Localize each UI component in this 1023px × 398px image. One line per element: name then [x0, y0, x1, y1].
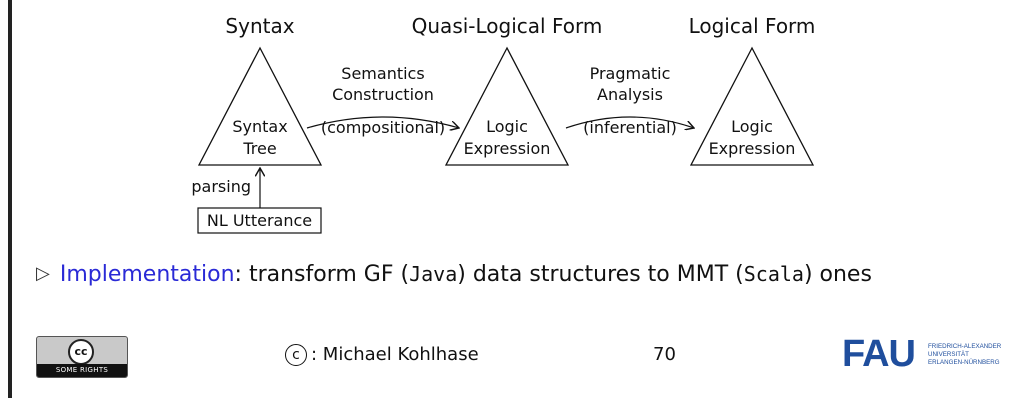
pragmatic-analysis-arrow — [565, 116, 694, 128]
implementation-bullet: ▷ Implementation: transform GF (Java) dat… — [36, 262, 872, 287]
syntax-tree-triangle — [197, 46, 323, 166]
logic-expression-2-label-1: Logic — [731, 117, 773, 136]
fau-logo-line-2: UNIVERSITÄT — [928, 351, 969, 358]
parsing-label: parsing — [191, 177, 251, 196]
implementation-link[interactable]: Implementation — [59, 262, 235, 287]
header-logical-form: Logical Form — [689, 14, 816, 38]
nl-utterance-box — [197, 207, 322, 234]
fau-logo-letters: FAU — [842, 333, 915, 372]
inferential-label: (inferential) — [583, 118, 677, 137]
logic-expression-1-label-2: Expression — [464, 139, 551, 158]
bullet-text-3: ) ones — [803, 262, 872, 287]
bullet-triangle-icon: ▷ — [36, 263, 50, 284]
copyright-text: : Michael Kohlhase — [311, 344, 479, 365]
fau-logo-line-3: ERLANGEN-NÜRNBERG — [928, 359, 1000, 366]
bullet-text-1: : transform GF ( — [234, 262, 410, 287]
semantics-construction-label-2: Construction — [332, 85, 434, 104]
pragmatic-analysis-label-2: Analysis — [597, 85, 663, 104]
semantics-construction-arrow — [306, 116, 459, 128]
nl-utterance-label: NL Utterance — [207, 211, 312, 230]
copyright-icon: c — [285, 344, 307, 366]
cc-label: SOME RIGHTS RESERVED — [37, 364, 127, 377]
cc-icon: cc — [68, 339, 94, 365]
logic-expression-triangle-1 — [444, 46, 570, 166]
logic-expression-triangle-2 — [689, 46, 815, 166]
code-java: Java — [409, 262, 458, 286]
nlu-pipeline-diagram: Syntax Quasi-Logical Form Logical Form S… — [191, 14, 816, 234]
syntax-tree-label-1: Syntax — [232, 117, 287, 136]
logic-expression-2-label-2: Expression — [709, 139, 796, 158]
fau-logo-line-1: FRIEDRICH-ALEXANDER — [928, 343, 1002, 350]
compositional-label: (compositional) — [321, 118, 445, 137]
code-scala: Scala — [743, 262, 804, 286]
header-syntax: Syntax — [225, 14, 294, 38]
semantics-construction-label-1: Semantics — [341, 64, 424, 83]
copyright-notice: c: Michael Kohlhase — [285, 344, 479, 366]
fau-logo: FAU FRIEDRICH-ALEXANDER UNIVERSITÄT ERLA… — [842, 333, 1002, 372]
bullet-text-2: ) data structures to MMT ( — [457, 262, 744, 287]
slide-footer: cc SOME RIGHTS RESERVED c: Michael Kohlh… — [0, 333, 1023, 386]
slide-left-bar — [8, 0, 12, 398]
pragmatic-analysis-label-1: Pragmatic — [590, 64, 671, 83]
cc-license-badge[interactable]: cc SOME RIGHTS RESERVED — [36, 336, 128, 378]
logic-expression-1-label-1: Logic — [486, 117, 528, 136]
syntax-tree-label-2: Tree — [242, 139, 276, 158]
header-quasi-logical-form: Quasi-Logical Form — [412, 14, 603, 38]
page-number: 70 — [653, 344, 676, 365]
